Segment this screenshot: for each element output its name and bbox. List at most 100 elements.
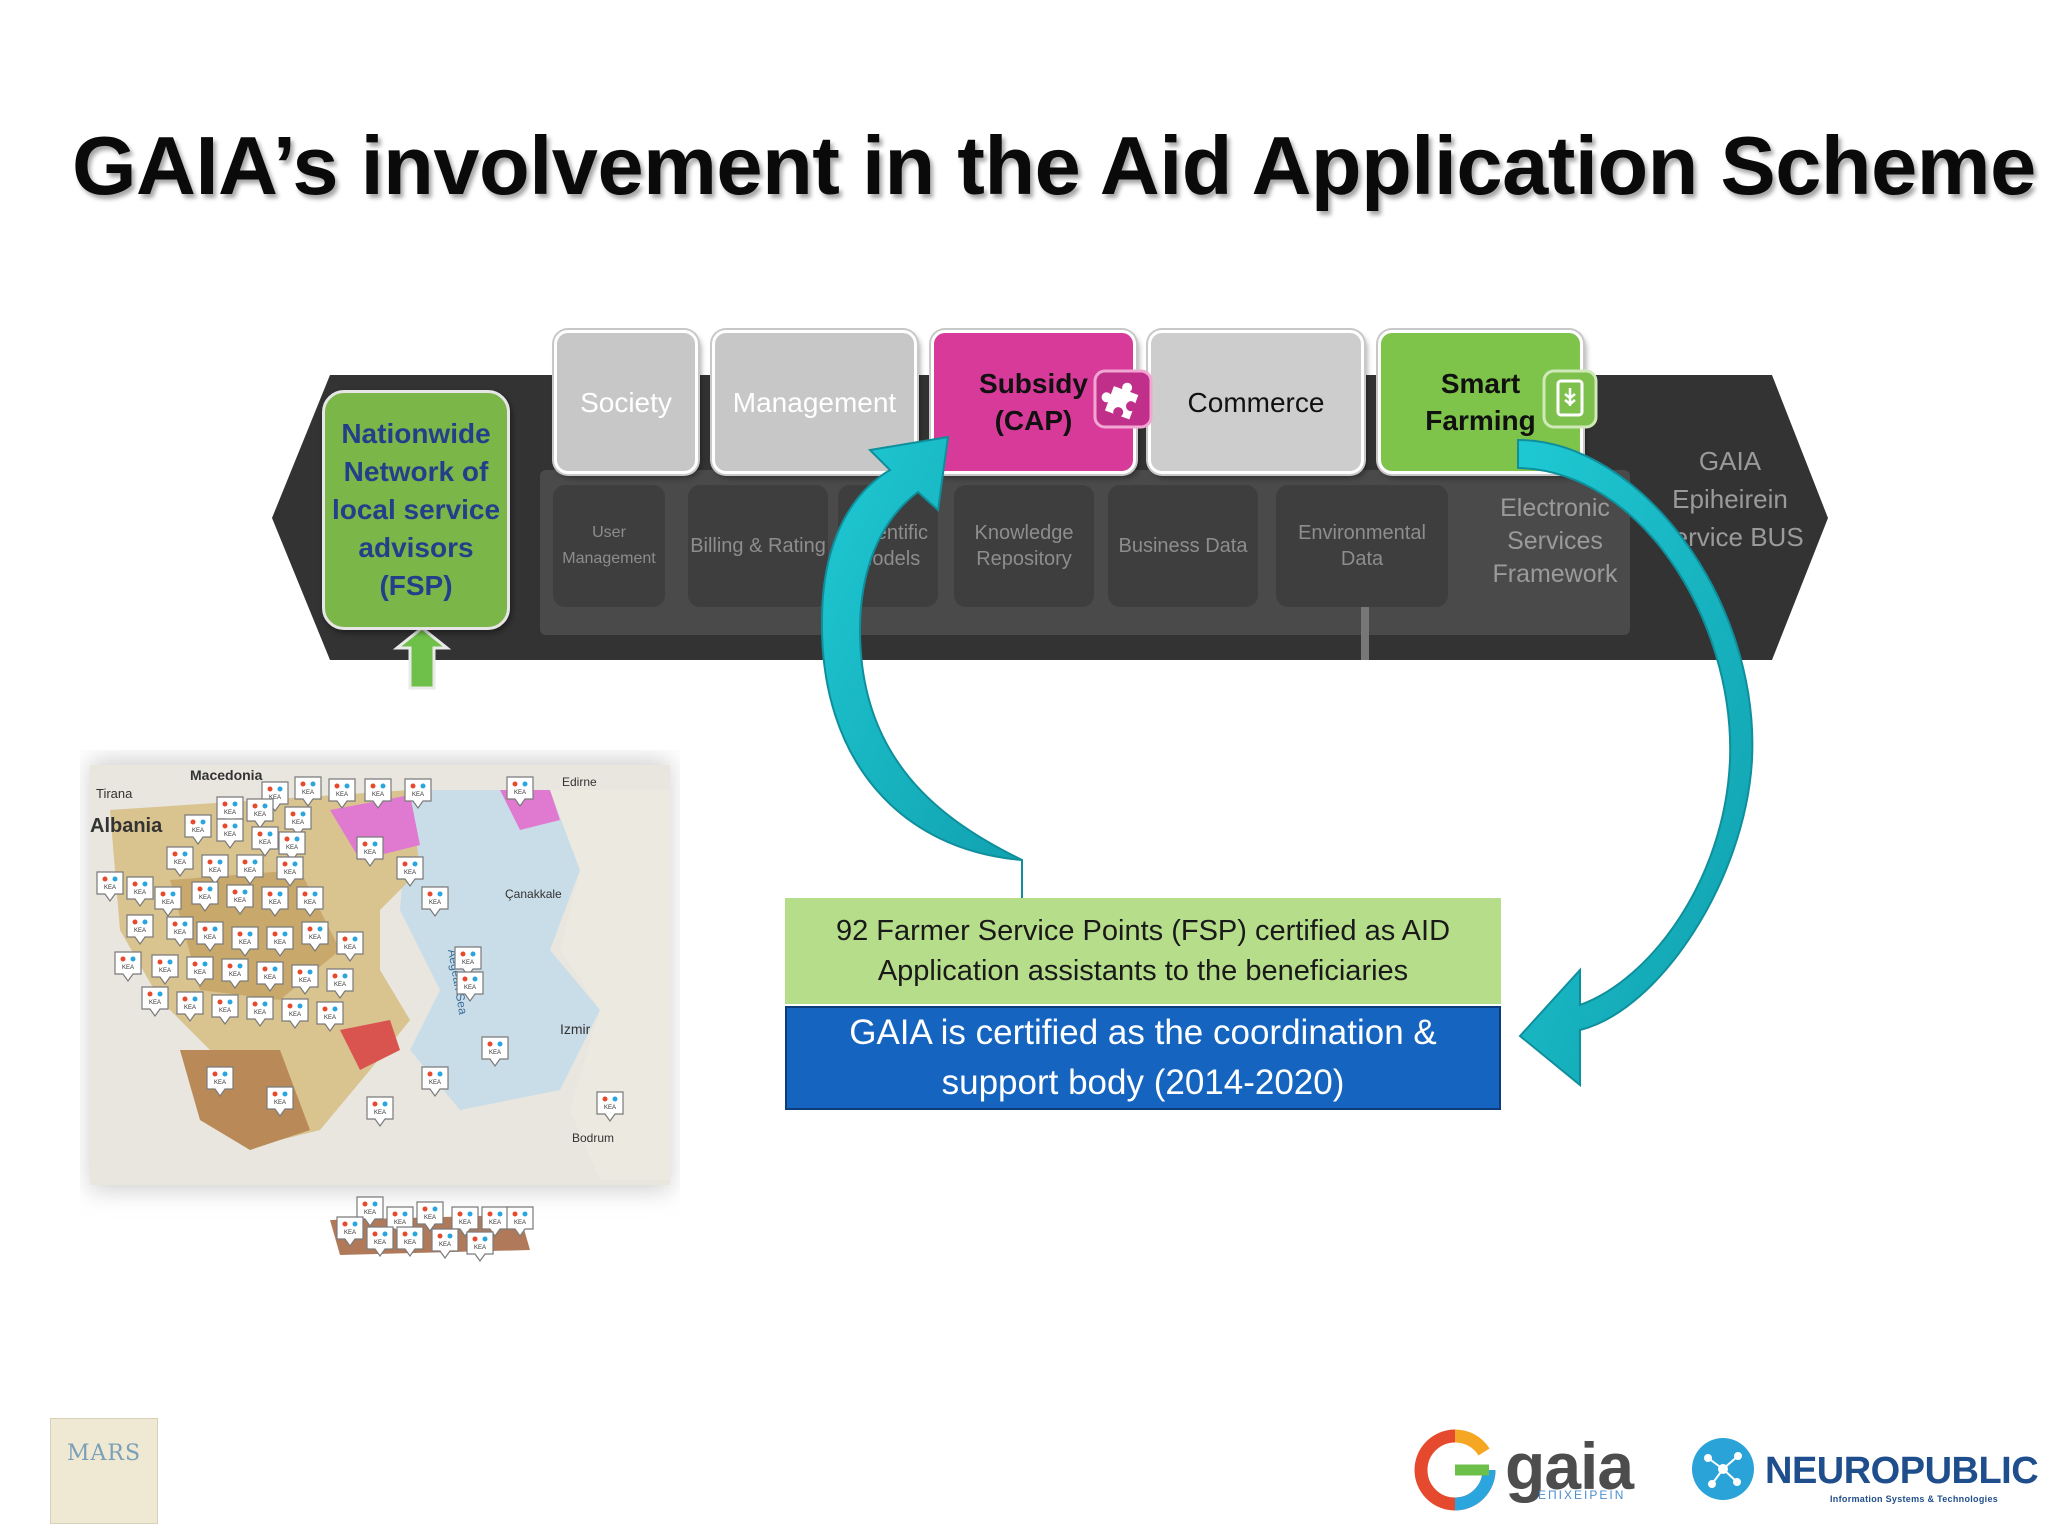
fsp-marker-label: KEA xyxy=(194,970,206,976)
fsp-marker: KEA xyxy=(294,776,322,808)
fsp-info-box: 92 Farmer Service Points (FSP) certified… xyxy=(785,898,1501,1004)
fsp-marker-label: KEA xyxy=(289,1012,301,1018)
fsp-marker: KEA xyxy=(196,921,224,953)
fsp-marker: KEA xyxy=(421,1066,449,1098)
fsp-marker-label: KEA xyxy=(344,945,356,951)
fsp-marker-label: KEA xyxy=(364,850,376,856)
fsp-marker-label: KEA xyxy=(192,828,204,834)
env-arrow-shaft xyxy=(1361,600,1369,660)
fsp-marker: KEA xyxy=(211,994,239,1026)
fsp-marker: KEA xyxy=(256,961,284,993)
fsp-marker-label: KEA xyxy=(214,1080,226,1086)
fsp-marker: KEA xyxy=(454,946,482,978)
fsp-marker: KEA xyxy=(166,846,194,878)
fsp-marker: KEA xyxy=(421,886,449,918)
fsp-marker-label: KEA xyxy=(134,928,146,934)
fsp-marker: KEA xyxy=(191,881,219,913)
fsp-marker: KEA xyxy=(364,778,392,810)
fsp-marker: KEA xyxy=(176,991,204,1023)
fsp-marker: KEA xyxy=(336,931,364,963)
fsp-marker: KEA xyxy=(466,1231,494,1263)
neuropublic-logo-mark xyxy=(1692,1438,1754,1500)
fsp-marker-label: KEA xyxy=(604,1105,616,1111)
fsp-marker: KEA xyxy=(456,971,484,1003)
fsp-marker: KEA xyxy=(404,778,432,810)
fsp-marker-label: KEA xyxy=(489,1050,501,1056)
fsp-marker-label: KEA xyxy=(429,900,441,906)
module-user-management: User Management xyxy=(553,485,665,607)
fsp-marker-label: KEA xyxy=(274,1100,286,1106)
region-pink xyxy=(330,795,420,860)
tab-subsidy-cap[interactable]: Subsidy (CAP) xyxy=(931,330,1136,474)
fsp-marker-label: KEA xyxy=(284,870,296,876)
fsp-marker-label: KEA xyxy=(224,832,236,838)
smart-farming-icon xyxy=(1542,369,1598,429)
fsp-marker: KEA xyxy=(301,921,329,953)
fsp-marker: KEA xyxy=(281,998,309,1030)
fsp-marker-label: KEA xyxy=(412,792,424,798)
fsp-marker-label: KEA xyxy=(122,965,134,971)
fsp-marker-label: KEA xyxy=(514,790,526,796)
fsp-marker: KEA xyxy=(396,1226,424,1258)
fsp-marker-label: KEA xyxy=(334,982,346,988)
fsp-marker-label: KEA xyxy=(199,895,211,901)
fsp-marker-label: KEA xyxy=(104,885,116,891)
fsp-marker-label: KEA xyxy=(309,935,321,941)
map-label-edirne: Edirne xyxy=(562,775,597,789)
fsp-marker: KEA xyxy=(296,886,324,918)
tab-commerce[interactable]: Commerce xyxy=(1148,330,1364,474)
fsp-marker-label: KEA xyxy=(162,900,174,906)
module-billing-rating: Billing & Rating xyxy=(688,485,828,607)
fsp-marker: KEA xyxy=(126,914,154,946)
fsp-marker: KEA xyxy=(221,958,249,990)
fsp-marker: KEA xyxy=(231,926,259,958)
fsp-marker: KEA xyxy=(431,1228,459,1260)
fsp-marker-label: KEA xyxy=(269,795,281,801)
fsp-marker-label: KEA xyxy=(336,792,348,798)
fsp-marker: KEA xyxy=(226,884,254,916)
tab-society[interactable]: Society xyxy=(554,330,698,474)
fsp-marker-label: KEA xyxy=(372,792,384,798)
map-label-canakkale: Çanakkale xyxy=(505,887,562,901)
tab-smart-farming[interactable]: Smart Farming xyxy=(1378,330,1583,474)
fsp-marker-label: KEA xyxy=(219,1008,231,1014)
map-label-bodrum: Bodrum xyxy=(572,1131,614,1145)
fsp-marker-label: KEA xyxy=(489,1220,501,1226)
fsp-marker: KEA xyxy=(151,954,179,986)
fsp-up-arrow xyxy=(392,626,452,690)
fsp-marker-label: KEA xyxy=(174,860,186,866)
fsp-marker-label: KEA xyxy=(374,1240,386,1246)
fsp-marker-label: KEA xyxy=(254,1010,266,1016)
fsp-marker-label: KEA xyxy=(462,960,474,966)
fsp-marker-label: KEA xyxy=(229,972,241,978)
fsp-marker-label: KEA xyxy=(404,1240,416,1246)
fsp-marker: KEA xyxy=(396,856,424,888)
fsp-marker-label: KEA xyxy=(224,810,236,816)
fsp-markers: KEA KEA KEA KEA KEA KEA KEA KEA KEA KEA KEA KEA KEA K… xyxy=(96,776,624,1263)
fsp-marker: KEA xyxy=(141,986,169,1018)
fsp-marker-label: KEA xyxy=(204,935,216,941)
fsp-marker: KEA xyxy=(356,836,384,868)
fsp-marker-label: KEA xyxy=(149,1000,161,1006)
fsp-marker: KEA xyxy=(166,916,194,948)
fsp-marker: KEA xyxy=(291,964,319,996)
fsp-marker-label: KEA xyxy=(269,900,281,906)
fsp-marker: KEA xyxy=(216,818,244,850)
fsp-marker-label: KEA xyxy=(159,968,171,974)
fsp-marker: KEA xyxy=(261,886,289,918)
map-label-albania: Albania xyxy=(90,815,163,837)
fsp-marker-label: KEA xyxy=(286,845,298,851)
gaia-logo-text: gaia xyxy=(1505,1429,1634,1503)
map-label-tirana: Tirana xyxy=(96,786,133,801)
fsp-marker: KEA xyxy=(266,926,294,958)
neuropublic-logo-text: NEUROPUBLIC xyxy=(1765,1450,2039,1492)
fsp-marker: KEA xyxy=(326,968,354,1000)
fsp-marker: KEA xyxy=(251,826,279,858)
map-label-izmir: Izmir xyxy=(560,1021,591,1037)
turkey-coast xyxy=(550,790,670,1180)
fsp-marker: KEA xyxy=(184,814,212,846)
fsp-marker-label: KEA xyxy=(304,900,316,906)
fsp-marker: KEA xyxy=(186,956,214,988)
fsp-marker-label: KEA xyxy=(459,1220,471,1226)
